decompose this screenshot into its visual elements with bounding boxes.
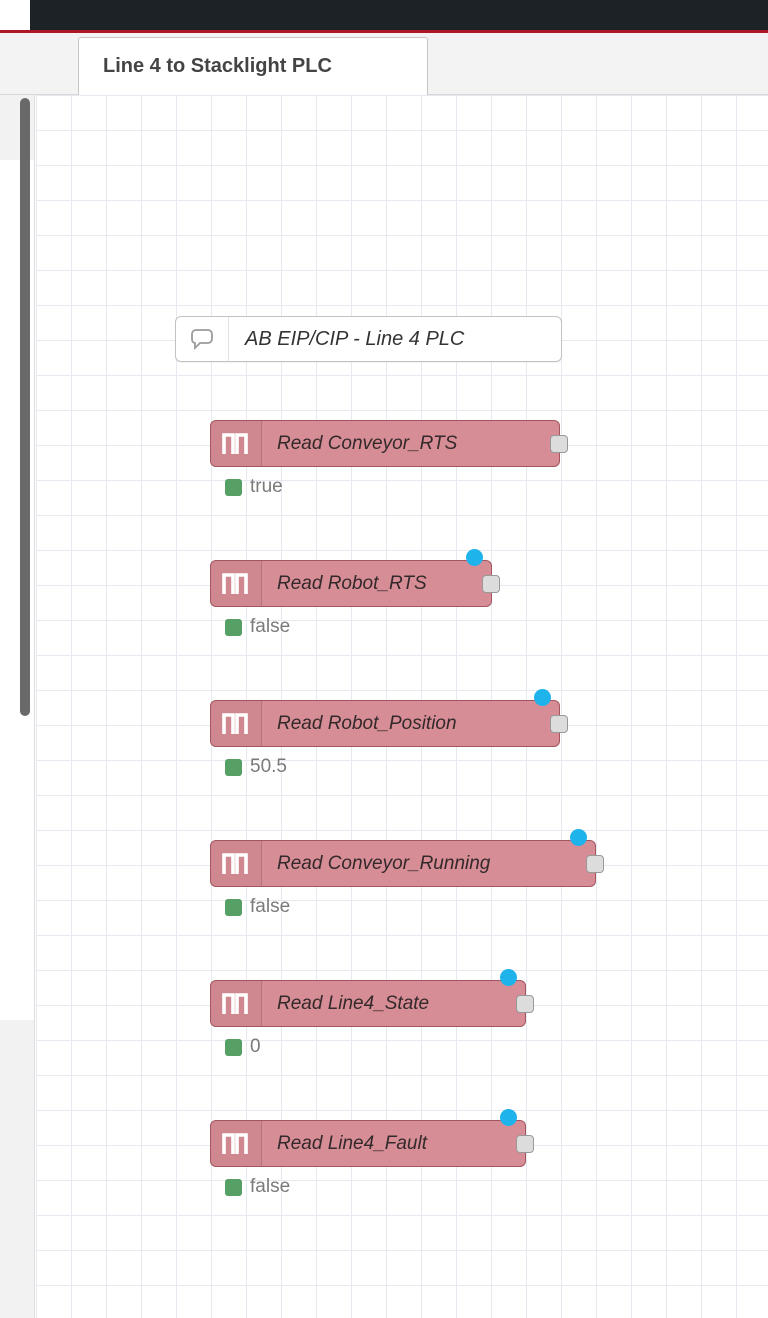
palette-panel <box>0 95 35 1318</box>
status-text: false <box>250 896 291 917</box>
status-dot-icon <box>225 478 242 496</box>
node-body[interactable]: Read Line4_Fault <box>210 1120 534 1167</box>
pulse-icon <box>211 981 262 1026</box>
modified-indicator-icon <box>466 549 483 566</box>
comment-node[interactable]: AB EIP/CIP - Line 4 PLC <box>175 316 562 362</box>
output-port[interactable] <box>586 854 604 873</box>
palette-scrollbar[interactable] <box>20 98 30 716</box>
node-label: Read Robot_RTS <box>277 572 427 594</box>
flow-node[interactable]: Read Line4_State 0 <box>210 969 534 1058</box>
flow-node[interactable]: Read Conveyor_Running false <box>210 829 604 918</box>
modified-indicator-icon <box>570 829 587 846</box>
node-status: 0 <box>225 1036 526 1058</box>
node-status: false <box>225 1176 526 1198</box>
flow-node[interactable]: Read Conveyor_RTS true <box>210 420 568 498</box>
header-accent-line <box>0 30 768 33</box>
status-dot-icon <box>225 1038 242 1056</box>
output-port[interactable] <box>516 994 534 1013</box>
output-port[interactable] <box>482 574 500 593</box>
status-dot-icon <box>225 898 242 916</box>
flow-node[interactable]: Read Line4_Fault false <box>210 1109 534 1198</box>
modified-indicator-icon <box>534 689 551 706</box>
flow-node[interactable]: Read Robot_RTS false <box>210 549 500 638</box>
status-text: false <box>250 616 291 637</box>
node-label: Read Line4_State <box>277 992 430 1014</box>
comment-label: AB EIP/CIP - Line 4 PLC <box>245 327 465 350</box>
output-port[interactable] <box>550 714 568 733</box>
status-text: false <box>250 1176 291 1197</box>
pulse-icon <box>211 701 262 746</box>
modified-indicator-icon <box>500 969 517 986</box>
status-dot-icon <box>225 618 242 636</box>
pulse-icon <box>211 421 262 466</box>
node-status: 50.5 <box>225 756 560 778</box>
app-header-bar <box>30 0 768 30</box>
flow-canvas[interactable]: AB EIP/CIP - Line 4 PLC Read Conveyor_RT… <box>36 95 768 1318</box>
pulse-icon <box>211 1121 262 1166</box>
pulse-icon <box>211 561 262 606</box>
speech-bubble-icon <box>176 317 229 361</box>
output-port[interactable] <box>516 1134 534 1153</box>
flow-node[interactable]: Read Robot_Position 50.5 <box>210 689 568 778</box>
tab-label: Line 4 to Stacklight PLC <box>103 55 332 77</box>
node-label: Read Line4_Fault <box>277 1132 427 1154</box>
window-header <box>0 0 768 30</box>
node-body[interactable]: Read Robot_Position <box>210 700 568 747</box>
status-dot-icon <box>225 758 242 776</box>
pulse-icon <box>211 841 262 886</box>
modified-indicator-icon <box>500 1109 517 1126</box>
node-label: Read Robot_Position <box>277 712 457 734</box>
output-port[interactable] <box>550 434 568 453</box>
node-label: Read Conveyor_RTS <box>277 432 458 454</box>
status-text: true <box>250 476 283 497</box>
status-text: 0 <box>250 1036 261 1057</box>
node-label: Read Conveyor_Running <box>277 852 491 874</box>
node-body[interactable]: Read Line4_State <box>210 980 534 1027</box>
node-status: true <box>225 476 560 498</box>
tab-line4-to-stacklight-plc[interactable]: Line 4 to Stacklight PLC <box>78 37 428 95</box>
node-status: false <box>225 616 492 638</box>
palette-section-bottom <box>0 1020 34 1318</box>
status-text: 50.5 <box>250 756 287 777</box>
node-status: false <box>225 896 596 918</box>
status-dot-icon <box>225 1178 242 1196</box>
node-body[interactable]: Read Conveyor_RTS <box>210 420 568 467</box>
node-body[interactable]: Read Robot_RTS <box>210 560 500 607</box>
node-body[interactable]: Read Conveyor_Running <box>210 840 604 887</box>
